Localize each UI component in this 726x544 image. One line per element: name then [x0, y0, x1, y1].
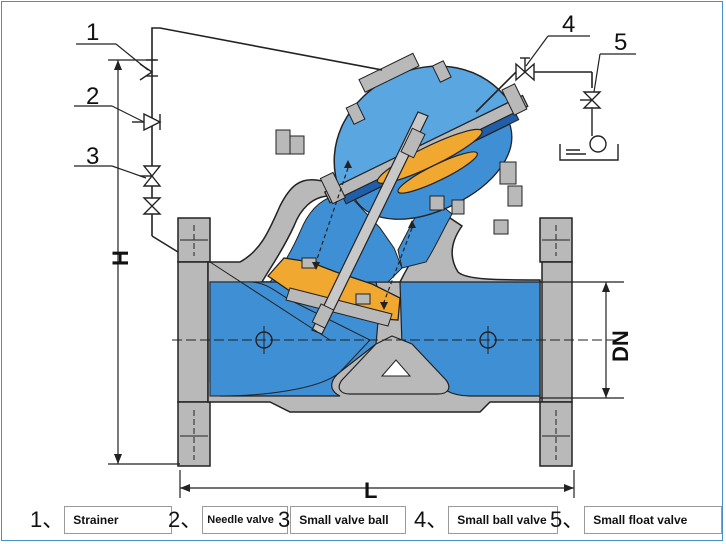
small-ball-valve	[515, 57, 535, 82]
callout-2: 2	[86, 83, 99, 110]
legend-number: 5、	[550, 507, 585, 532]
legend-item-small-valve-ball: 3 Small valve ball	[278, 503, 407, 537]
legend-item-small-float-valve: 5、 Small float valve	[550, 503, 723, 537]
length-dimension	[179, 470, 575, 498]
valve-diagram: 1 2 3 4 5 H DN L	[74, 11, 636, 500]
callout-3: 3	[86, 143, 99, 170]
legend-number: 4、	[414, 507, 449, 532]
legend-label: Needle valve	[202, 506, 289, 534]
dn-dimension	[540, 281, 624, 399]
height-dimension	[108, 59, 180, 465]
legend-label: Small ball valve	[448, 506, 559, 534]
callout-5: 5	[614, 29, 627, 56]
strainer	[139, 59, 158, 81]
legend-label: Strainer	[64, 506, 173, 534]
legend-number: 3	[278, 507, 291, 532]
bonnet	[319, 52, 529, 220]
callout-4: 4	[562, 11, 575, 38]
flow-indicators	[315, 167, 413, 303]
height-label: H	[108, 250, 133, 266]
small-valve-ball	[140, 165, 162, 215]
small-float-valve	[559, 91, 619, 161]
legend-label: Small float valve	[584, 506, 723, 534]
bonnet-bolts	[275, 129, 523, 235]
right-flange	[539, 217, 573, 467]
legend-item-strainer: 1、 Strainer	[30, 503, 173, 537]
length-label: L	[364, 478, 377, 500]
legend-number: 1、	[30, 507, 65, 532]
needle-valve	[132, 112, 162, 132]
legend-label: Small valve ball	[290, 506, 407, 534]
left-flange	[177, 217, 211, 467]
callout-1: 1	[86, 19, 99, 46]
legend-number: 2、	[168, 507, 203, 532]
legend-item-small-ball-valve: 4、 Small ball valve	[414, 503, 559, 537]
dn-label: DN	[608, 330, 633, 362]
legend-item-needle-valve: 2、 Needle valve	[168, 503, 289, 537]
